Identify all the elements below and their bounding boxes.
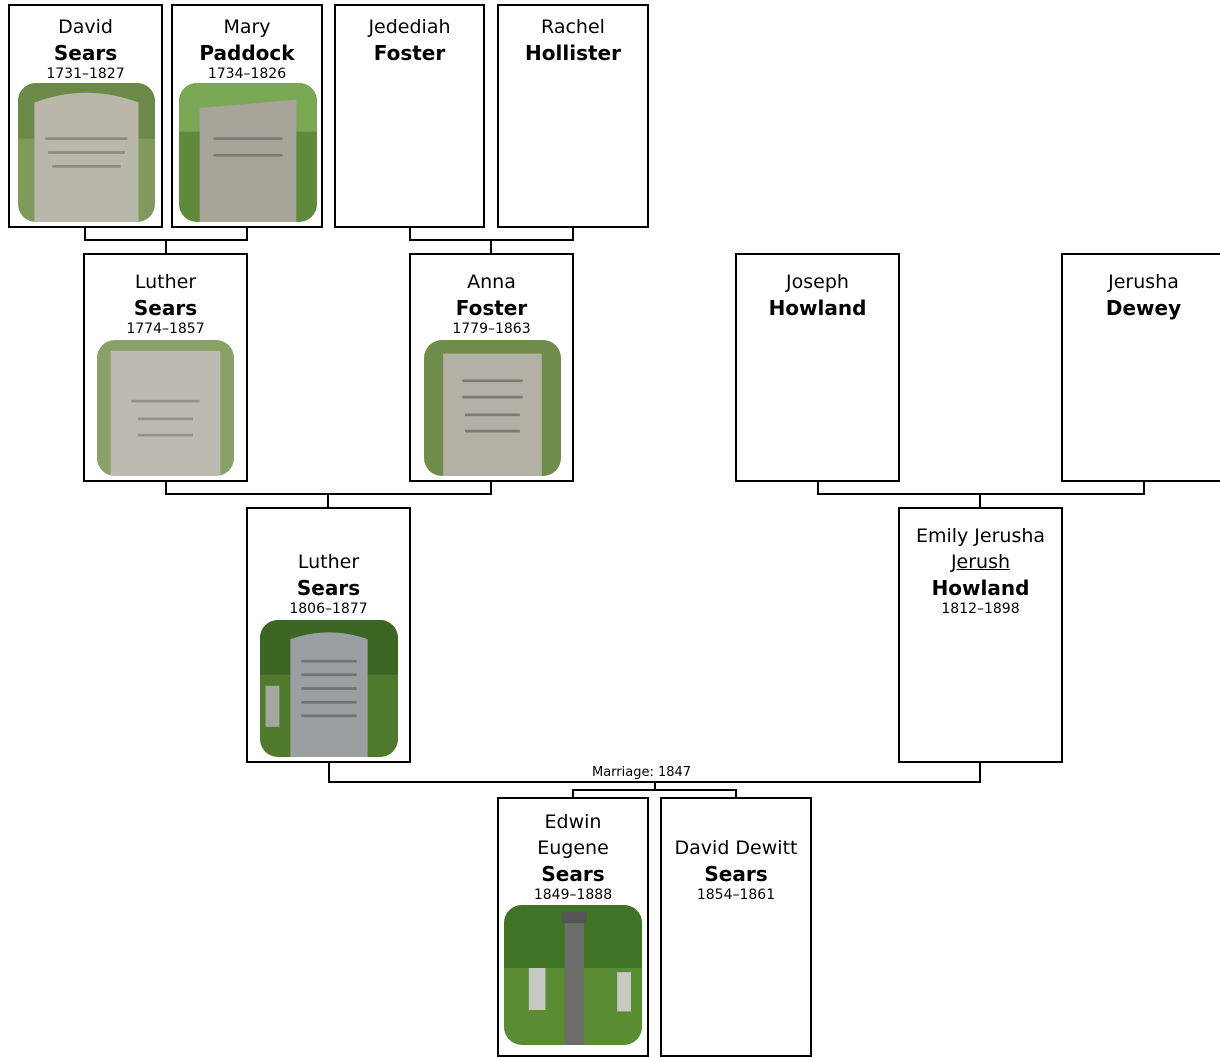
life-dates: 1779–1863 xyxy=(452,321,531,337)
connector-line xyxy=(817,481,819,495)
first-name: Luther xyxy=(297,551,360,573)
gravestone-photo[interactable] xyxy=(179,83,317,222)
person-card-jedediah-foster[interactable]: Jedediah Foster xyxy=(334,4,485,228)
connector-line xyxy=(490,239,492,255)
last-name: Hollister xyxy=(525,41,621,65)
gravestone-photo[interactable] xyxy=(424,340,561,476)
last-name: Howland xyxy=(931,576,1030,600)
connector-line xyxy=(572,789,737,791)
connector-line xyxy=(246,227,248,241)
person-card-david-dewitt-sears[interactable]: David Dewitt Sears 1854–1861 xyxy=(660,797,812,1057)
marriage-label: Marriage: 1847 xyxy=(591,765,693,781)
last-name: Sears xyxy=(541,862,605,886)
gravestone-photo[interactable] xyxy=(18,83,155,222)
last-name: Sears xyxy=(53,41,118,65)
first-name: Rachel xyxy=(541,16,605,38)
life-dates: 1806–1877 xyxy=(289,601,368,617)
last-name: Dewey xyxy=(1105,296,1182,320)
first-name: David Dewitt xyxy=(674,837,798,859)
connector-line xyxy=(84,227,86,241)
first-name: Joseph xyxy=(786,271,849,293)
first-name: Jerusha xyxy=(1108,271,1179,293)
connector-line xyxy=(490,481,492,495)
person-card-jerusha-dewey[interactable]: Jerusha Dewey xyxy=(1061,253,1220,482)
last-name: Foster xyxy=(455,296,528,320)
life-dates: 1812–1898 xyxy=(941,601,1020,617)
first-name: Mary xyxy=(223,16,271,38)
person-card-rachel-hollister[interactable]: Rachel Hollister xyxy=(497,4,649,228)
person-card-mary-paddock[interactable]: Mary Paddock 1734–1826 xyxy=(171,4,323,228)
connector-line xyxy=(735,789,737,799)
connector-line xyxy=(572,227,574,241)
first-name: Luther xyxy=(134,271,197,293)
first-name: Anna xyxy=(467,271,516,293)
last-name: Sears xyxy=(296,576,361,600)
connector-line xyxy=(165,481,167,495)
last-name: Paddock xyxy=(199,41,295,65)
first-name: Edwin xyxy=(544,811,602,833)
life-dates: 1854–1861 xyxy=(696,887,776,903)
person-card-luther-sears-1774[interactable]: Luther Sears 1774–1857 xyxy=(83,253,248,482)
last-name: Howland xyxy=(768,296,867,320)
first-name: Jedediah xyxy=(368,16,451,38)
connector-line xyxy=(327,493,329,509)
gravestone-photo[interactable] xyxy=(260,620,398,757)
last-name: Sears xyxy=(704,862,768,886)
life-dates: 1731–1827 xyxy=(46,66,125,82)
person-card-luther-sears-1806[interactable]: Luther Sears 1806–1877 xyxy=(246,507,411,763)
connector-line xyxy=(979,761,981,783)
connector-line xyxy=(817,493,1145,495)
life-dates: 1849–1888 xyxy=(533,887,613,903)
person-card-david-sears[interactable]: David Sears 1731–1827 xyxy=(8,4,163,228)
gravestone-photo[interactable] xyxy=(97,340,234,476)
middle-name: Eugene xyxy=(537,837,609,859)
life-dates: 1774–1857 xyxy=(126,321,205,337)
connector-line xyxy=(328,761,330,783)
connector-line xyxy=(165,239,167,255)
person-card-anna-foster[interactable]: Anna Foster 1779–1863 xyxy=(409,253,574,482)
first-name: Emily Jerusha xyxy=(915,525,1046,547)
person-card-edwin-sears[interactable]: Edwin Eugene Sears 1849–1888 xyxy=(497,797,649,1057)
connector-line xyxy=(572,789,574,799)
first-name: David xyxy=(58,16,113,38)
life-dates: 1734–1826 xyxy=(207,66,287,82)
person-card-emily-howland[interactable]: Emily Jerusha Jerush Howland 1812–1898 xyxy=(898,507,1063,763)
connector-line xyxy=(1143,481,1145,495)
connector-line xyxy=(409,227,411,241)
last-name: Sears xyxy=(133,296,198,320)
person-card-joseph-howland[interactable]: Joseph Howland xyxy=(735,253,900,482)
nickname: Jerush xyxy=(950,551,1011,573)
last-name: Foster xyxy=(373,41,446,65)
monument-photo[interactable] xyxy=(504,905,642,1045)
connector-line xyxy=(979,493,981,509)
connector-line xyxy=(654,781,656,791)
